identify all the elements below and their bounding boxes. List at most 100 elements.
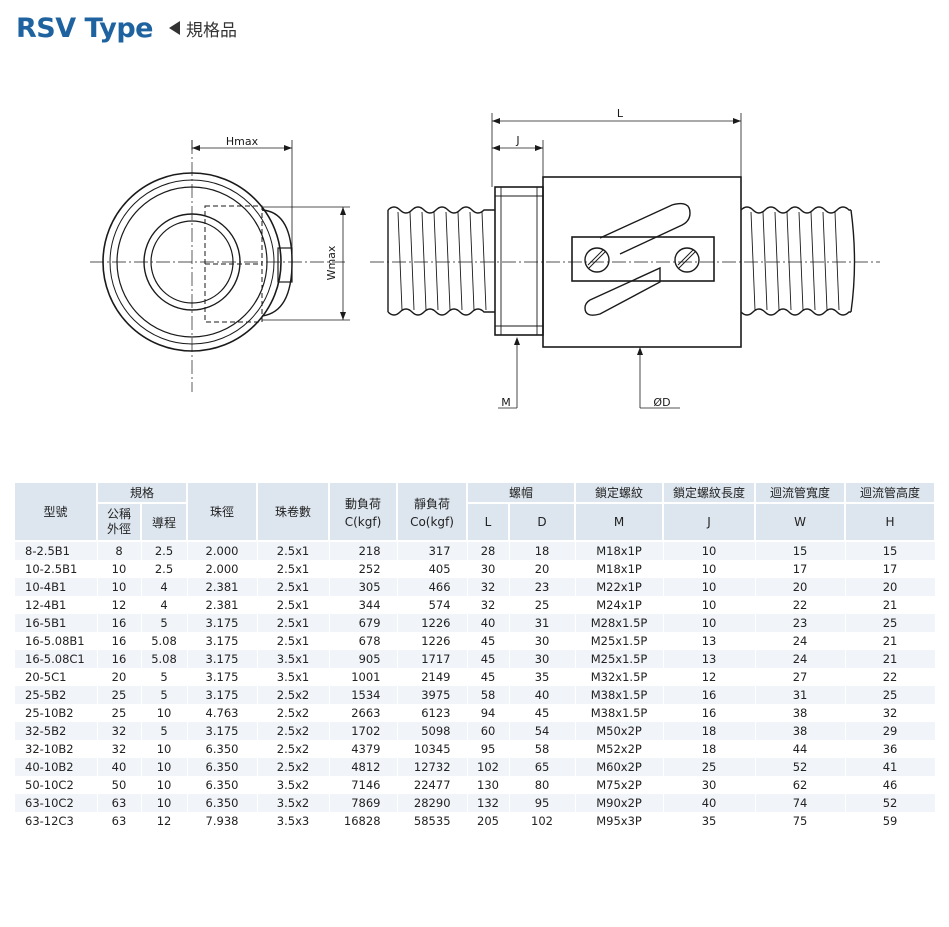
cell-lead: 2.5 — [141, 560, 188, 578]
cell-od: 32 — [97, 740, 142, 758]
cell-model: 25-5B2 — [15, 686, 98, 704]
cell-w: 24 — [755, 650, 846, 668]
cell-turns: 3.5x1 — [257, 668, 330, 686]
cell-d: 95 — [509, 794, 576, 812]
cell-model: 63-10C2 — [15, 794, 98, 812]
cell-model: 10-2.5B1 — [15, 560, 98, 578]
col-dyn-load-unit: C(kgf) — [344, 514, 382, 529]
cell-lead: 10 — [141, 758, 188, 776]
cell-w: 44 — [755, 740, 846, 758]
col-static-load: 靜負荷 Co(kgf) — [397, 483, 469, 542]
cell-h: 17 — [845, 560, 936, 578]
cell-d: 23 — [509, 578, 576, 596]
cell-dyn-load: 1001 — [329, 668, 398, 686]
back-triangle-icon[interactable] — [169, 21, 180, 35]
cell-lead: 4 — [141, 578, 188, 596]
cell-m: M28x1.5P — [575, 614, 664, 632]
cell-dyn-load: 218 — [329, 541, 398, 560]
cell-l: 58 — [467, 686, 510, 704]
cell-turns: 2.5x1 — [257, 541, 330, 560]
cell-l: 40 — [467, 614, 510, 632]
cell-ball-dia: 3.175 — [187, 668, 258, 686]
cell-m: M25x1.5P — [575, 650, 664, 668]
cell-lead: 10 — [141, 794, 188, 812]
cell-ball-dia: 2.000 — [187, 560, 258, 578]
col-m: M — [575, 503, 665, 542]
cell-dyn-load: 7146 — [329, 776, 398, 794]
cell-dyn-load: 4379 — [329, 740, 398, 758]
cell-od: 32 — [97, 722, 142, 740]
cell-dyn-load: 344 — [329, 596, 398, 614]
cell-j: 16 — [663, 704, 756, 722]
cell-dyn-load: 252 — [329, 560, 398, 578]
cell-w: 31 — [755, 686, 846, 704]
col-od: 公稱 外徑 — [97, 503, 142, 542]
col-dyn-load-label: 動負荷 — [345, 496, 382, 511]
cell-l: 130 — [467, 776, 510, 794]
cell-turns: 2.5x2 — [257, 758, 330, 776]
end-view — [90, 140, 350, 392]
cell-dyn-load: 679 — [329, 614, 398, 632]
cell-m: M18x1P — [575, 541, 664, 560]
cell-j: 18 — [663, 740, 756, 758]
cell-dyn-load: 7869 — [329, 794, 398, 812]
col-l: L — [467, 503, 511, 542]
cell-j: 35 — [663, 812, 756, 830]
cell-d: 20 — [509, 560, 576, 578]
ball-screw-drawing: Hmax Wmax — [90, 107, 880, 409]
cell-j: 16 — [663, 686, 756, 704]
cell-m: M60x2P — [575, 758, 664, 776]
cell-static-load: 3975 — [397, 686, 468, 704]
cell-lead: 5 — [141, 722, 188, 740]
cell-static-load: 2149 — [397, 668, 468, 686]
page-header: RSV Type 規格品 — [16, 8, 237, 48]
wmax-label: Wmax — [325, 245, 338, 280]
cell-od: 63 — [97, 794, 142, 812]
page-title: RSV Type — [16, 12, 154, 44]
cell-model: 10-4B1 — [15, 578, 98, 596]
cell-static-load: 12732 — [397, 758, 468, 776]
cell-od: 25 — [97, 704, 142, 722]
cell-d: 30 — [509, 632, 576, 650]
cell-h: 52 — [845, 794, 936, 812]
cell-m: M90x2P — [575, 794, 664, 812]
col-static-load-unit: Co(kgf) — [410, 514, 454, 529]
cell-d: 65 — [509, 758, 576, 776]
cell-d: 18 — [509, 541, 576, 560]
cell-j: 10 — [663, 578, 756, 596]
cell-w: 74 — [755, 794, 846, 812]
cell-turns: 3.5x3 — [257, 812, 330, 830]
cell-model: 16-5.08B1 — [15, 632, 98, 650]
cell-j: 18 — [663, 722, 756, 740]
cell-d: 35 — [509, 668, 576, 686]
cell-lead: 5 — [141, 668, 188, 686]
cell-turns: 2.5x2 — [257, 686, 330, 704]
cell-dyn-load: 678 — [329, 632, 398, 650]
cell-j: 13 — [663, 650, 756, 668]
cell-od: 12 — [97, 596, 142, 614]
cell-j: 10 — [663, 560, 756, 578]
cell-static-load: 1226 — [397, 614, 468, 632]
col-return-height: 迴流管高度 — [845, 483, 937, 504]
page-subtitle: 規格品 — [186, 20, 237, 41]
cell-dyn-load: 1702 — [329, 722, 398, 740]
cell-static-load: 466 — [397, 578, 468, 596]
cell-turns: 2.5x2 — [257, 704, 330, 722]
cell-static-load: 58535 — [397, 812, 468, 830]
cell-l: 45 — [467, 632, 510, 650]
cell-l: 30 — [467, 560, 510, 578]
cell-static-load: 1226 — [397, 632, 468, 650]
cell-d: 40 — [509, 686, 576, 704]
cell-model: 32-10B2 — [15, 740, 98, 758]
cell-ball-dia: 6.350 — [187, 794, 258, 812]
cell-static-load: 1717 — [397, 650, 468, 668]
cell-j: 10 — [663, 614, 756, 632]
cell-turns: 2.5x1 — [257, 632, 330, 650]
cell-w: 20 — [755, 578, 846, 596]
cell-w: 62 — [755, 776, 846, 794]
cell-h: 15 — [845, 541, 936, 560]
cell-d: 30 — [509, 650, 576, 668]
